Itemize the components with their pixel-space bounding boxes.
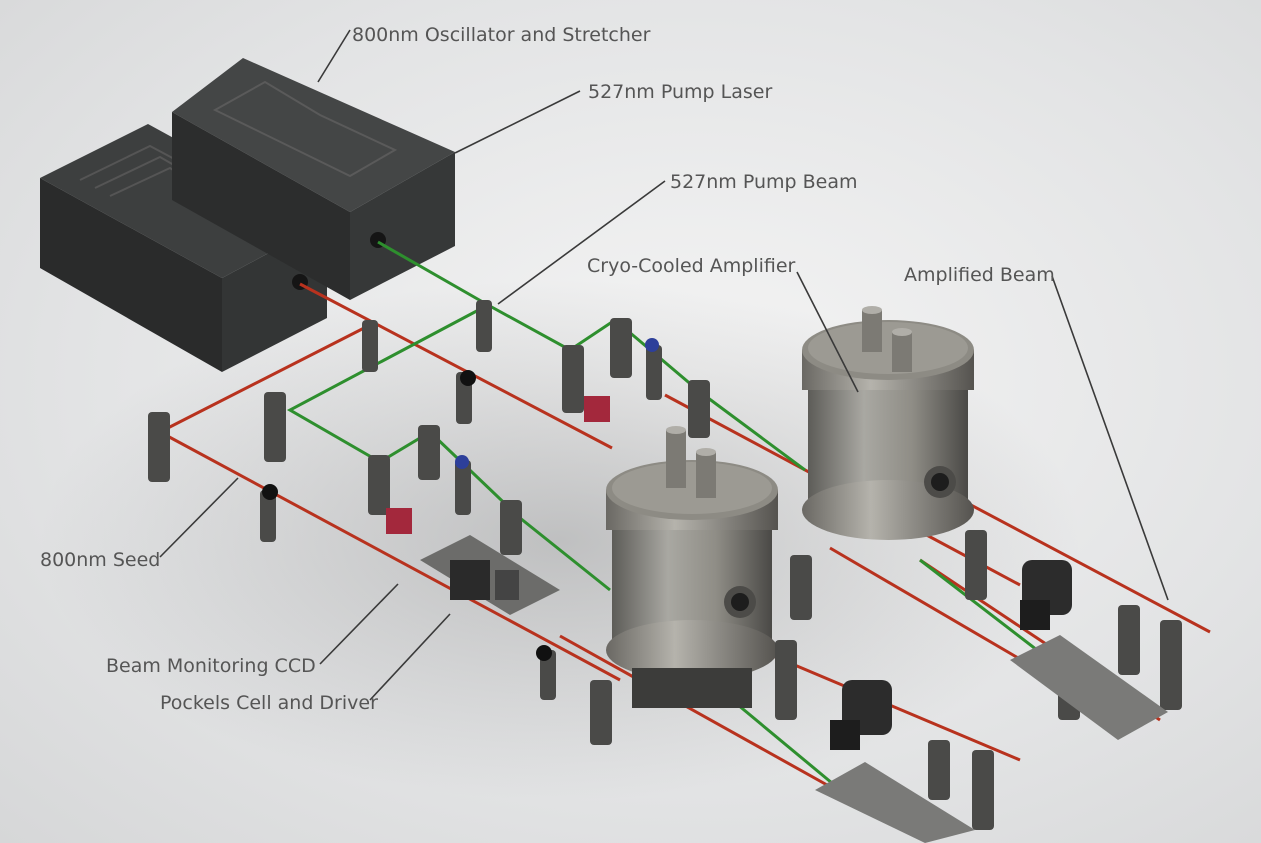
label-ccd: Beam Monitoring CCD <box>106 655 316 677</box>
stretcher-rail-bottom <box>815 680 975 843</box>
cryo-amplifier-secondary <box>606 426 778 708</box>
pump-laser-box <box>172 58 455 300</box>
cryo-amplifier-main <box>802 306 974 540</box>
leader-cryo-amp <box>796 271 859 393</box>
stretcher-rail-right <box>1010 560 1168 740</box>
leader-pump-laser <box>454 90 581 154</box>
leader-ccd <box>319 583 399 665</box>
leader-seed <box>159 477 239 558</box>
pockels-cell-assembly <box>420 535 560 615</box>
leader-lines <box>159 29 1169 701</box>
label-amplified-beam: Amplified Beam <box>904 264 1055 286</box>
leader-pockels <box>369 613 451 701</box>
beam-monitoring-ccd-cameras <box>386 396 610 534</box>
leader-pump-beam <box>497 180 666 305</box>
leader-amplified-beam <box>1051 275 1169 601</box>
label-pump-laser: 527nm Pump Laser <box>588 81 772 103</box>
seed-optics-black <box>262 370 552 661</box>
leader-oscillator <box>317 29 351 83</box>
pump-optics-blue <box>455 338 659 469</box>
label-seed: 800nm Seed <box>40 549 160 571</box>
label-oscillator: 800nm Oscillator and Stretcher <box>352 24 651 46</box>
label-pump-beam: 527nm Pump Beam <box>670 171 858 193</box>
label-cryo-amp: Cryo-Cooled Amplifier <box>587 255 796 277</box>
label-pockels: Pockels Cell and Driver <box>160 692 378 714</box>
